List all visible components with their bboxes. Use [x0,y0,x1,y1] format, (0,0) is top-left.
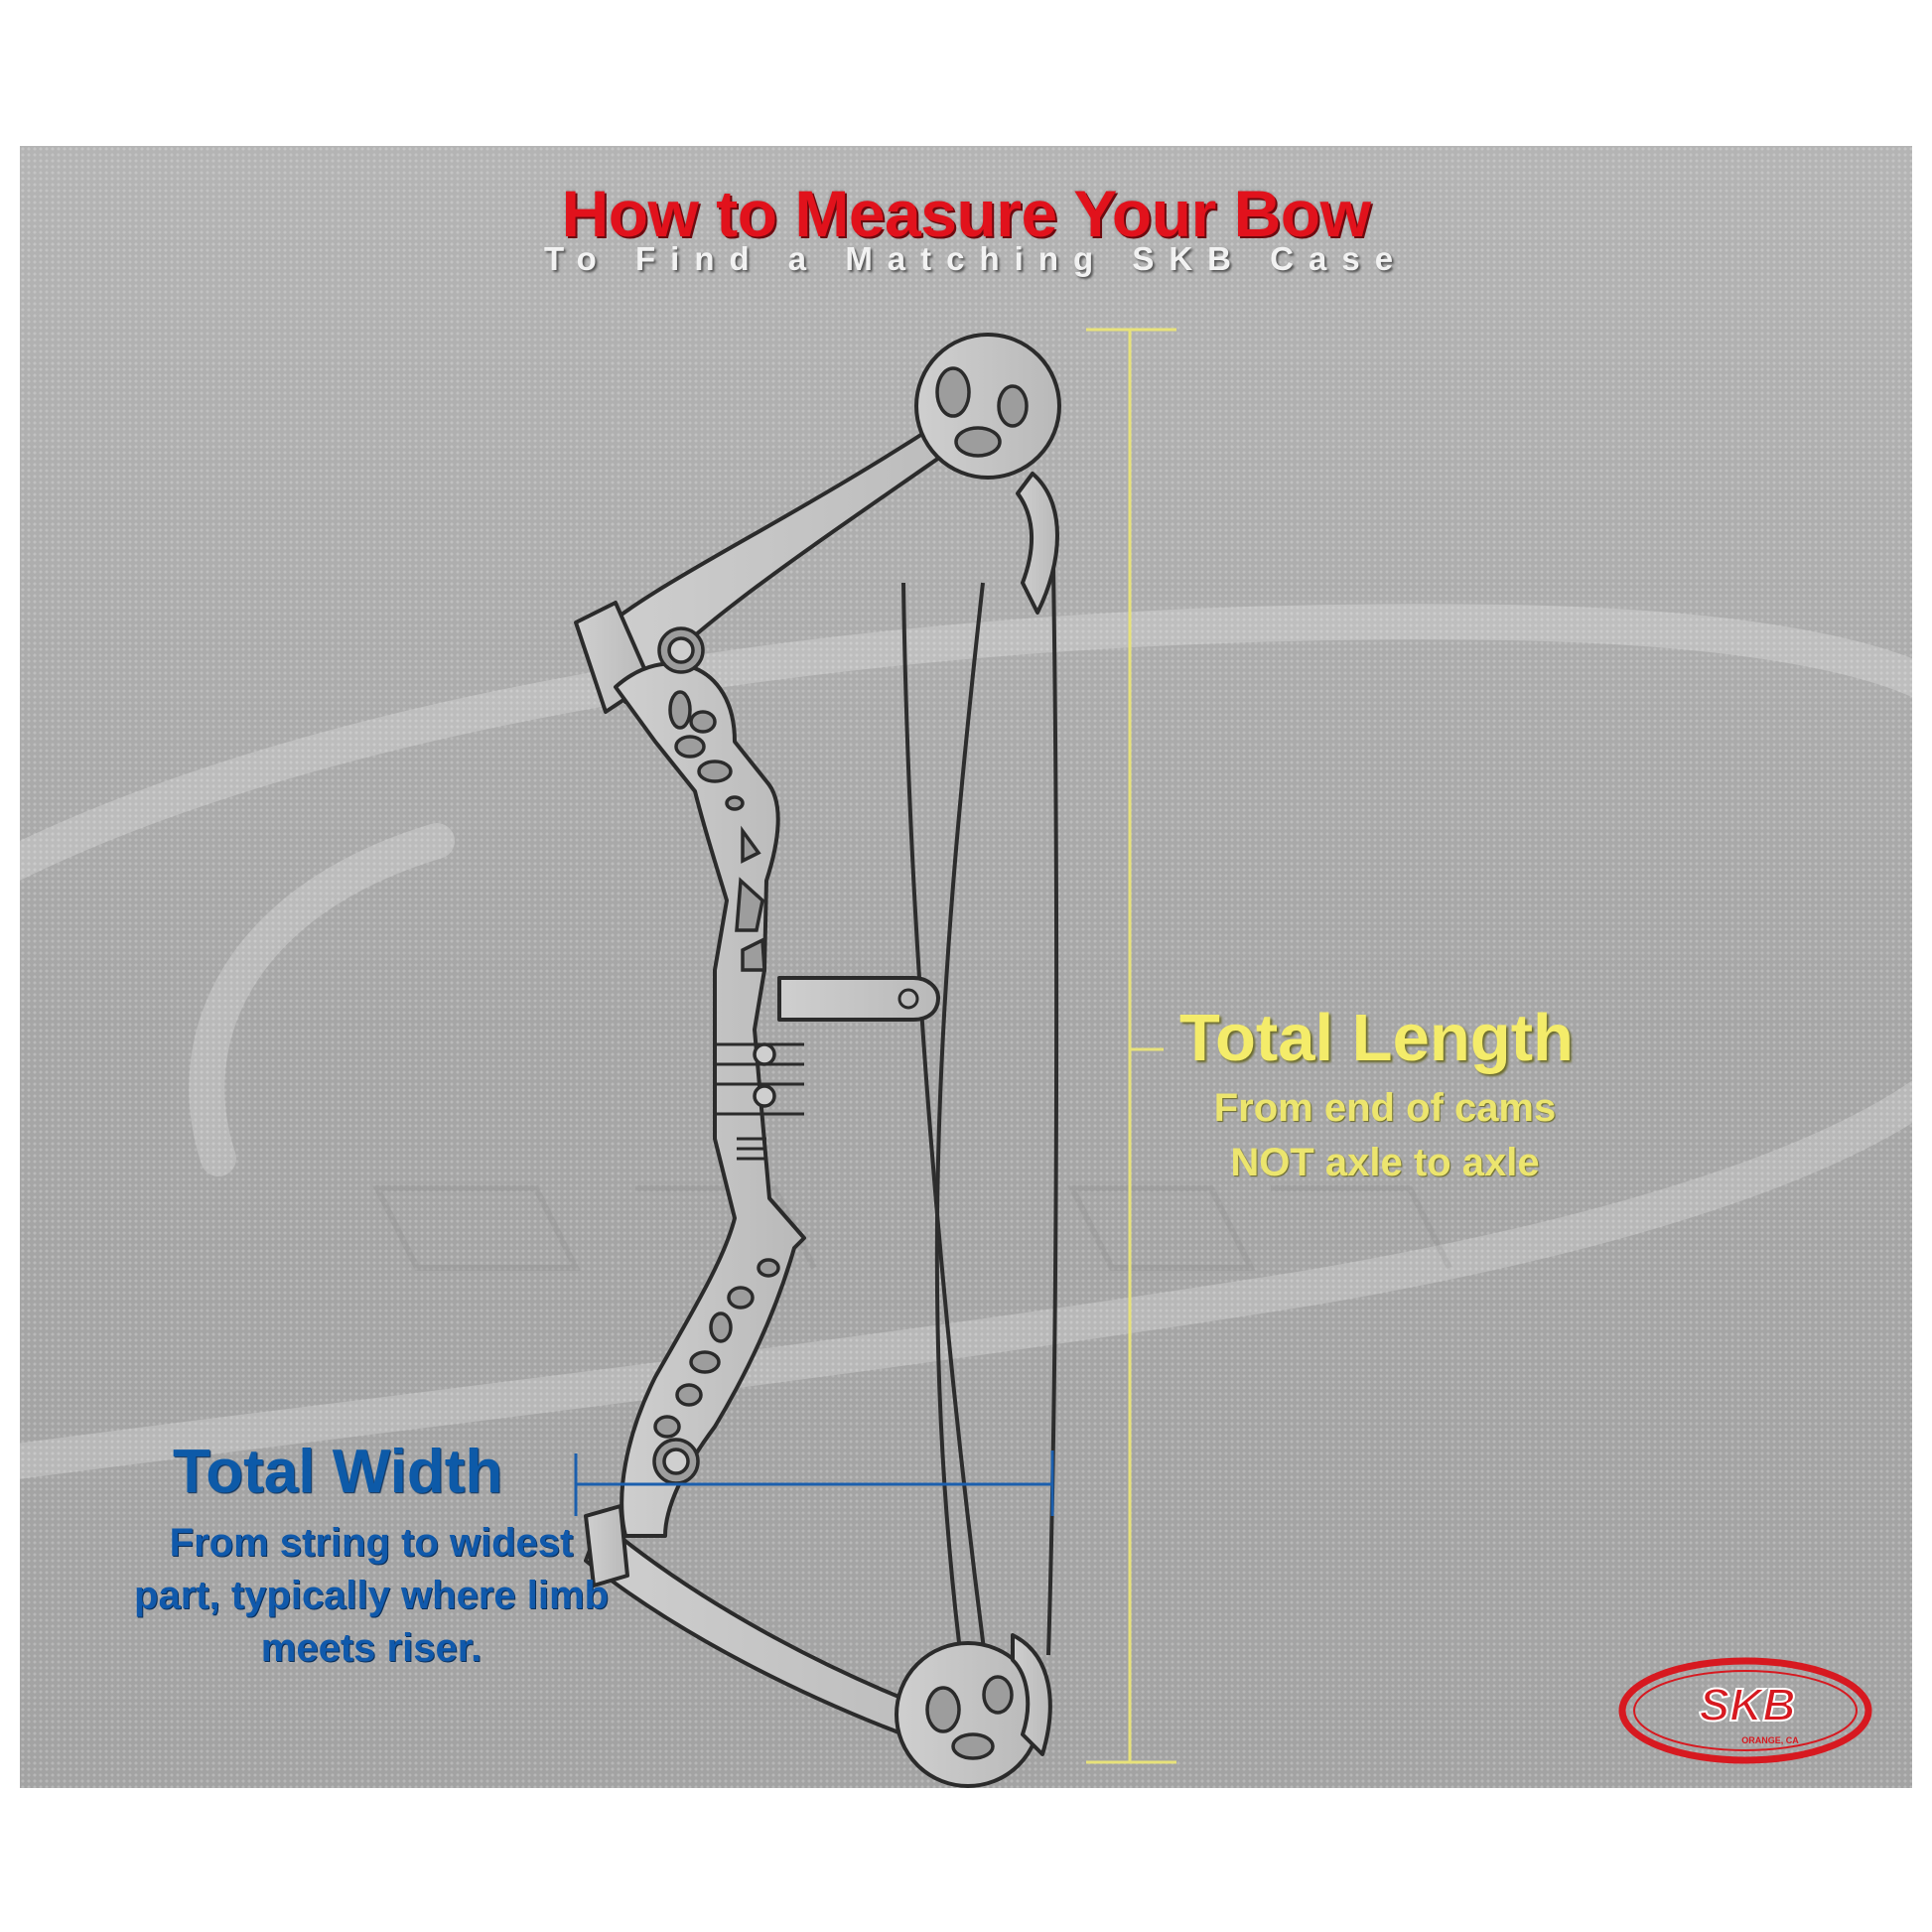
total-width-description: From string to widest part, typically wh… [134,1521,609,1670]
background-watermark [20,604,1912,1479]
total-width-title: Total Width [173,1438,503,1506]
skb-logo-text: SKB [1699,1679,1795,1730]
skb-logo-tagline: ORANGE, CA [1741,1735,1799,1745]
total-length-dimension-line [1086,328,1176,1764]
upper-cam [914,333,1061,480]
diagram-panel: How to Measure Your Bow To Find a Matchi… [20,146,1912,1788]
skb-logo: SKB ORANGE, CA [1618,1657,1872,1764]
arrow-rest [777,976,940,1022]
page-title: How to Measure Your Bow [561,177,1371,250]
page-subtitle: To Find a Matching SKB Case [543,240,1409,277]
total-width-dimension-line [574,1450,1054,1516]
lower-limb-pocket [584,1504,629,1587]
compound-bow-illustration [574,328,1176,1788]
total-length-title: Total Length [1179,1001,1574,1075]
bow-strings [901,505,1059,1681]
total-length-description: From end of cams NOT axle to axle [1213,1086,1557,1184]
riser [614,661,806,1538]
